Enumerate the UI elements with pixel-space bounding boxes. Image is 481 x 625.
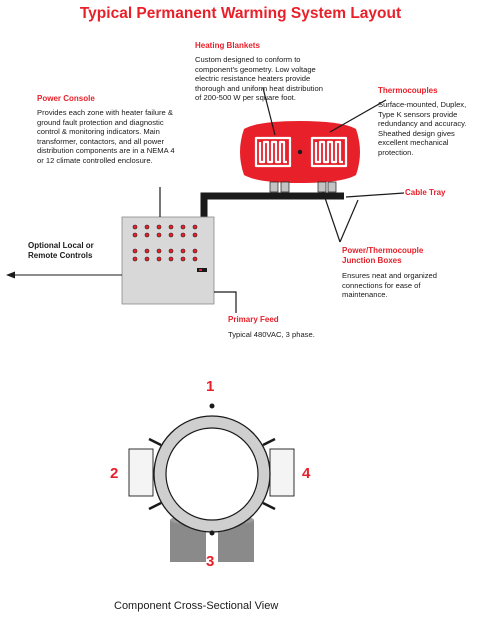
indicator-lights (132, 224, 198, 262)
leader-lines (159, 87, 405, 313)
heater-element-left (254, 136, 292, 168)
cross-section-caption: Component Cross-Sectional View (114, 600, 279, 612)
primary-feed-heading: Primary Feed (228, 315, 279, 324)
thermocouple-sensor (297, 149, 303, 155)
cable-tray-heading: Cable Tray (405, 188, 446, 197)
optional-controls-line2: Remote Controls (28, 251, 93, 260)
cross-section-label-4: 4 (302, 465, 311, 482)
heating-blanket (240, 121, 360, 183)
junction-boxes-heading-line1: Power/Thermocouple (342, 246, 424, 255)
primary-feed-description: Typical 480VAC, 3 phase. (228, 330, 315, 339)
heating-blankets-description: Custom designed to conform to component'… (195, 55, 323, 103)
optional-controls-line1: Optional Local or (28, 241, 94, 250)
cross-section-label-3: 3 (206, 553, 215, 570)
junction-boxes (269, 181, 337, 193)
cross-section-label-2: 2 (110, 465, 119, 482)
thermocouples-heading: Thermocouples (378, 86, 438, 95)
cross-section-view (128, 403, 295, 562)
controls-arrow (6, 271, 122, 279)
junction-boxes-heading-line2: Junction Boxes (342, 256, 402, 265)
heating-blankets-heading: Heating Blankets (195, 41, 260, 50)
junction-boxes-description: Ensures neat and organized connections f… (342, 271, 437, 300)
power-console-description: Provides each zone with heater failure &… (37, 108, 175, 165)
thermocouples-description: Surface-mounted, Duplex, Type K sensors … (378, 100, 467, 157)
junction-boxes-heading: Power/Thermocouple Junction Boxes (342, 246, 423, 266)
power-console-cabinet (121, 216, 215, 305)
cross-section-label-1: 1 (206, 378, 215, 395)
power-console-heading: Power Console (37, 94, 95, 103)
cable-tray (200, 192, 344, 218)
heater-element-right (310, 136, 348, 168)
diagram-title: Typical Permanent Warming System Layout (79, 5, 402, 22)
optional-controls-label: Optional Local or Remote Controls (28, 241, 94, 261)
